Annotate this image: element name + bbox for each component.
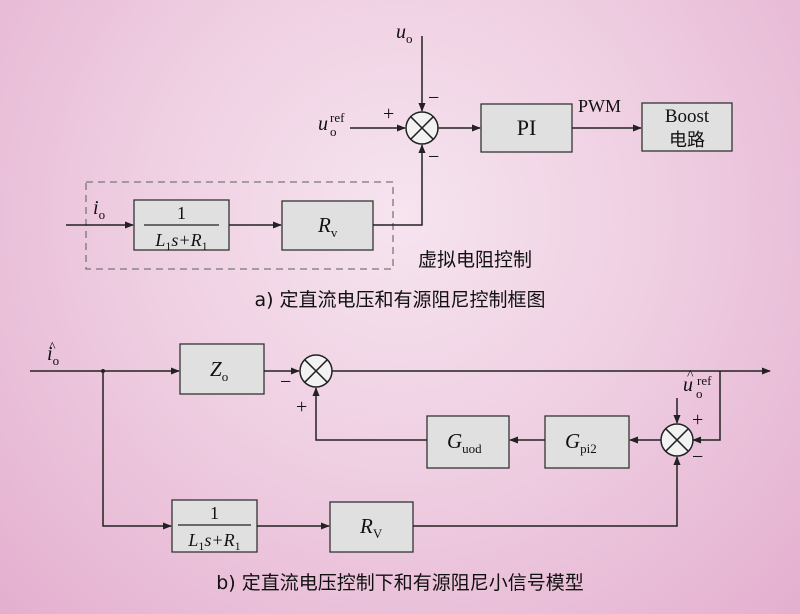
- diagram-a-summing-junction: [405, 111, 439, 145]
- diagram-a-virtual-resistor-label: 虚拟电阻控制: [418, 249, 532, 271]
- diagram-b-uref-sub: o: [696, 386, 703, 401]
- diagram-a-uref-sup: ref: [330, 110, 345, 125]
- diagram-b-zo-label: Zo: [210, 357, 228, 384]
- diagram-b-rv-block: [329, 501, 414, 553]
- diagram-a-sign-bottom: −: [428, 146, 439, 168]
- diagram-a: uo − u ref o + PI PWM Boost 电路 虚拟电阻控制 io…: [66, 21, 733, 311]
- diagram-a-io-label: io: [93, 197, 105, 222]
- diagram-b-summing-junction-2: [660, 423, 694, 457]
- diagram-b-summing-junction-1: [299, 354, 333, 388]
- diagram-a-uref-label: u: [318, 113, 328, 135]
- diagram-b-sign-sum2-minus: −: [692, 446, 703, 468]
- diagram-a-rv-label: Rv: [317, 213, 338, 240]
- diagram-b-gpi2-label: Gpi2: [565, 429, 597, 456]
- diagram-b-guod-feedback-line: [312, 387, 427, 441]
- diagram-a-uo-label: uo: [396, 21, 413, 46]
- diagram-b-branch-point: [101, 369, 105, 373]
- diagram-a-boost-label-2: 电路: [669, 130, 705, 151]
- diagram-b-uref-sup: ref: [697, 373, 712, 388]
- diagram-b-uref-hat: ^: [687, 368, 694, 383]
- diagram-a-caption: a) 定直流电压和有源阻尼控制框图: [254, 289, 545, 311]
- diagram-a-pi-block: [480, 103, 573, 153]
- diagram-b-guod-block: [426, 415, 510, 469]
- diagram-a-sign-left: +: [383, 103, 394, 125]
- diagram-b-lower-branch-line: [102, 371, 172, 530]
- diagram-a-pwm-label: PWM: [578, 96, 621, 116]
- diagram-a-tf-numerator: 1: [177, 203, 186, 223]
- diagram-b-output-feedback-line: [692, 371, 721, 444]
- diagram-b-tf-block: [171, 499, 258, 553]
- diagram-b-sign-sum1-bottom: +: [296, 396, 307, 418]
- diagram-a-rv-block: [281, 200, 374, 251]
- diagram-b-io-hat: ^: [49, 340, 56, 355]
- diagram-b-rv-label: RV: [359, 514, 383, 541]
- diagram-b-tf-denominator: L1s+R1: [187, 530, 240, 553]
- diagram-a-boost-block: [641, 102, 733, 152]
- diagram-a-boost-label-1: Boost: [665, 106, 710, 127]
- diagram-a-rv-feedback-line: [373, 144, 426, 226]
- diagram-b-tf-numerator: 1: [210, 503, 219, 523]
- diagram-b-gpi2-block: [544, 415, 630, 469]
- diagram-b-io-label: io: [47, 343, 59, 368]
- diagram-b-sign-sum2-plus: +: [692, 409, 703, 431]
- diagram-b-rv-feedback-line: [413, 456, 681, 527]
- diagram-b: ^ io Zo − + ^ u ref o −: [30, 340, 771, 594]
- diagram-a-uref-sub: o: [330, 124, 337, 139]
- diagram-a-pi-label: PI: [517, 115, 537, 140]
- diagram-b-caption: b) 定直流电压控制下和有源阻尼小信号模型: [216, 572, 584, 594]
- diagram-b-zo-block: [179, 343, 265, 395]
- diagram-b-sign-sum1-left: −: [280, 371, 291, 393]
- diagram-a-sign-top: −: [428, 87, 439, 109]
- diagram-b-guod-label: Guod: [447, 429, 482, 456]
- diagram-b-uref-label: u: [683, 374, 693, 396]
- diagram-a-tf-denominator: L1s+R1: [154, 230, 207, 253]
